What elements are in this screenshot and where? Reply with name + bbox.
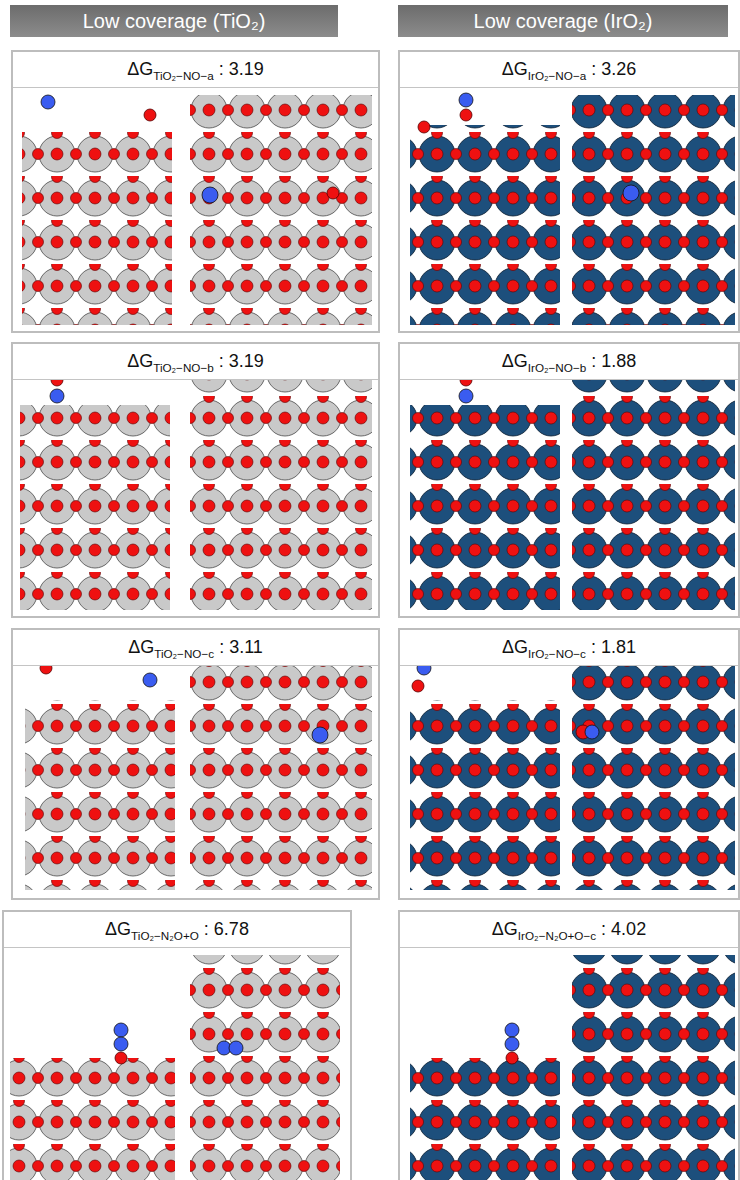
energy-symbol: ΔG — [128, 637, 154, 658]
energy-subscript: TiO₂−NO−b — [153, 361, 214, 374]
panel-title-bar: ΔGIrO₂−N₂O+O−c : 4.02 — [400, 912, 738, 948]
structure-panel: ΔGTiO₂−NO−b : 3.19 — [11, 342, 380, 618]
panel-title-bar: ΔGIrO₂−NO−b : 1.88 — [400, 344, 738, 380]
energy-subscript: TiO₂−NO−c — [154, 647, 214, 660]
energy-symbol: ΔG — [502, 59, 528, 80]
energy-subscript: IrO₂−NO−c — [528, 647, 586, 660]
structure-panel: ΔGTiO₂−N₂O+O : 6.78 — [2, 910, 352, 1180]
energy-subscript: IrO₂−NO−a — [528, 69, 586, 82]
header-text: Low coverage (TiO₂) — [83, 10, 266, 33]
energy-value: : 6.78 — [204, 919, 249, 940]
panel-title-bar: ΔGTiO₂−N₂O+O : 6.78 — [4, 912, 350, 948]
energy-value: : 3.11 — [219, 637, 263, 658]
energy-subscript: TiO₂−N₂O+O — [131, 929, 199, 942]
column-header: Low coverage (TiO₂) — [10, 5, 338, 37]
energy-symbol: ΔG — [492, 919, 518, 940]
energy-symbol: ΔG — [105, 919, 131, 940]
panel-title-bar: ΔGTiO₂−NO−b : 3.19 — [13, 344, 378, 380]
panel-title-bar: ΔGTiO₂−NO−a : 3.19 — [13, 52, 378, 88]
structure-panel: ΔGTiO₂−NO−c : 3.11 — [11, 628, 380, 900]
energy-symbol: ΔG — [502, 637, 528, 658]
energy-value: : 4.02 — [601, 919, 646, 940]
structure-panel: ΔGIrO₂−NO−b : 1.88 — [398, 342, 740, 618]
structure-panel: ΔGIrO₂−NO−a : 3.26 — [398, 50, 740, 333]
structure-panel: ΔGIrO₂−NO−c : 1.81 — [398, 628, 740, 900]
column-header: Low coverage (IrO₂) — [398, 5, 728, 37]
energy-symbol: ΔG — [502, 351, 528, 372]
energy-value: : 1.88 — [591, 351, 636, 372]
header-text: Low coverage (IrO₂) — [474, 10, 653, 33]
structure-panel: ΔGIrO₂−N₂O+O−c : 4.02 — [398, 910, 740, 1180]
panel-title-bar: ΔGTiO₂−NO−c : 3.11 — [13, 630, 378, 666]
energy-symbol: ΔG — [127, 351, 153, 372]
energy-subscript: TiO₂−NO−a — [153, 69, 214, 82]
energy-value: : 3.19 — [219, 59, 264, 80]
energy-subscript: IrO₂−N₂O+O−c — [518, 929, 596, 942]
energy-value: : 1.81 — [591, 637, 636, 658]
energy-value: : 3.26 — [591, 59, 636, 80]
panel-title-bar: ΔGIrO₂−NO−a : 3.26 — [400, 52, 738, 88]
panel-title-bar: ΔGIrO₂−NO−c : 1.81 — [400, 630, 738, 666]
structure-panel: ΔGTiO₂−NO−a : 3.19 — [11, 50, 380, 333]
energy-value: : 3.19 — [219, 351, 264, 372]
energy-symbol: ΔG — [127, 59, 153, 80]
energy-subscript: IrO₂−NO−b — [528, 361, 586, 374]
